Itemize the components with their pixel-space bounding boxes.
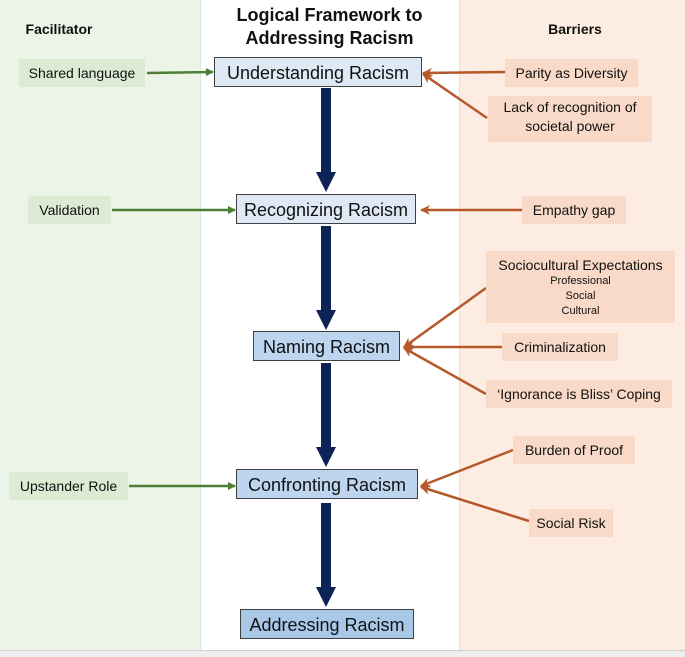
- barrier-lack-line-2: societal power: [525, 118, 615, 134]
- stage-recognizing-racism: Recognizing Racism: [236, 194, 416, 224]
- diagram-title: Logical Framework to Addressing Racism: [201, 4, 458, 50]
- bottom-scrollbar-strip: [0, 650, 685, 657]
- facilitator-shared-language: Shared language: [19, 59, 145, 87]
- barrier-sociocultural-expectations: Sociocultural Expectations Professional …: [486, 251, 675, 323]
- facilitator-upstander-role: Upstander Role: [9, 472, 128, 500]
- barrier-social-risk: Social Risk: [529, 509, 613, 537]
- title-line-1: Logical Framework to: [236, 5, 423, 25]
- barrier-sub-professional: Professional: [550, 275, 611, 287]
- stage-naming-racism: Naming Racism: [253, 331, 400, 361]
- facilitator-column: [0, 0, 201, 650]
- facilitator-validation: Validation: [28, 196, 111, 224]
- barrier-lack-line-1: Lack of recognition of: [503, 99, 637, 115]
- barrier-ignorance-is-bliss: ‘Ignorance is Bliss’ Coping: [486, 380, 672, 408]
- barrier-sociocultural-label: Sociocultural Expectations: [498, 257, 663, 273]
- stage-confronting-racism: Confronting Racism: [236, 469, 418, 499]
- barrier-empathy-gap: Empathy gap: [522, 196, 626, 224]
- stage-understanding-racism: Understanding Racism: [214, 57, 422, 87]
- barriers-heading: Barriers: [548, 21, 602, 37]
- facilitator-heading: Facilitator: [25, 21, 93, 37]
- title-line-2: Addressing Racism: [245, 28, 414, 48]
- framework-column: [201, 0, 458, 650]
- barrier-parity-as-diversity: Parity as Diversity: [505, 59, 638, 87]
- barrier-burden-of-proof: Burden of Proof: [513, 436, 635, 464]
- barrier-lack-of-recognition: Lack of recognition of societal power: [488, 96, 652, 142]
- stage-addressing-racism: Addressing Racism: [240, 609, 414, 639]
- barrier-sub-cultural: Cultural: [561, 305, 600, 317]
- barrier-sub-social: Social: [565, 290, 596, 302]
- barrier-criminalization: Criminalization: [502, 333, 618, 361]
